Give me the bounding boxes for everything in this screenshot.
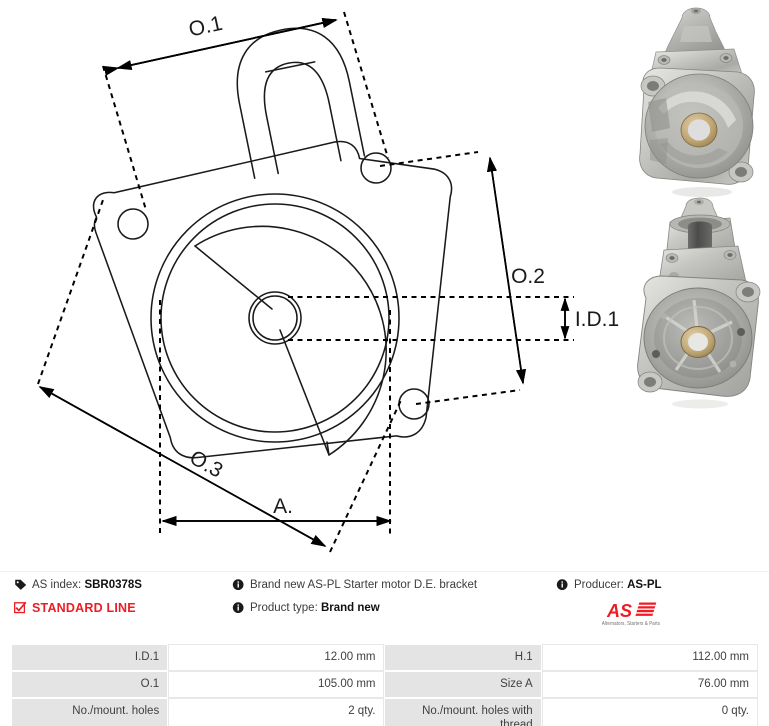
info-column-index: AS index: SBR0378S STANDARD LINE xyxy=(14,578,229,624)
standard-line-label: STANDARD LINE xyxy=(32,601,136,615)
spec-label: Size A xyxy=(384,671,542,698)
table-row: I.D.1 12.00 mm H.1 112.00 mm xyxy=(11,644,758,671)
spec-label: O.1 xyxy=(11,671,169,698)
dimension-label-a: A. xyxy=(273,495,293,518)
dimension-label-o2: O.2 xyxy=(511,265,545,288)
table-row: No./mount. holes 2 qty. No./mount. holes… xyxy=(11,698,758,726)
aspl-logo-tagline: Alternators, Starters & Parts xyxy=(601,620,661,627)
dimension-label-id1: I.D.1 xyxy=(575,308,619,331)
dimension-label-o1: O.1 xyxy=(187,12,225,42)
product-type-value: Brand new xyxy=(320,602,380,614)
product-type-row: Product type: Brand new xyxy=(232,601,552,615)
spec-value: 105.00 mm xyxy=(168,671,385,698)
product-description: Brand new AS-PL Starter motor D.E. brack… xyxy=(250,579,478,591)
info-circle-icon xyxy=(556,578,569,591)
producer-label: Producer: xyxy=(574,579,624,591)
table-row: O.1 105.00 mm Size A 76.00 mm xyxy=(11,671,758,698)
spec-value: 112.00 mm xyxy=(541,644,758,671)
as-index-label: AS index: xyxy=(32,579,82,591)
product-photo-front[interactable] xyxy=(620,2,769,198)
product-info-strip: AS index: SBR0378S STANDARD LINE xyxy=(0,578,769,636)
producer-value: AS-PL xyxy=(627,579,662,591)
spec-value: 2 qty. xyxy=(168,698,385,726)
standard-line-row: STANDARD LINE xyxy=(14,601,229,615)
tag-icon xyxy=(14,578,27,591)
spec-label: H.1 xyxy=(384,644,542,671)
spec-value: 0 qty. xyxy=(541,698,758,726)
spec-label: No./mount. holes with thread xyxy=(384,698,542,726)
as-index-text: AS index: SBR0378S xyxy=(32,578,142,592)
spec-label: No./mount. holes xyxy=(11,698,169,726)
product-photo-gallery xyxy=(620,0,769,570)
section-divider xyxy=(0,571,769,572)
product-photo-rear[interactable] xyxy=(620,196,769,410)
aspl-logo-text: AS xyxy=(606,601,632,620)
info-column-producer: Producer: AS-PL AS Alternators, St xyxy=(556,578,761,626)
specifications-table: I.D.1 12.00 mm H.1 112.00 mm O.1 105.00 … xyxy=(11,644,758,726)
info-circle-icon xyxy=(232,578,245,591)
producer-row: Producer: AS-PL xyxy=(556,578,761,592)
technical-drawing: O.1 O.2 I.D.1 O.3 A. xyxy=(37,11,619,553)
as-index-row: AS index: SBR0378S xyxy=(14,578,229,592)
product-type-text: Product type: Brand new xyxy=(250,601,380,615)
spec-value: 12.00 mm xyxy=(168,644,385,671)
aspl-logo-mark: AS xyxy=(606,601,657,620)
as-index-value: SBR0378S xyxy=(84,579,142,591)
spec-label: I.D.1 xyxy=(11,644,169,671)
producer-text: Producer: AS-PL xyxy=(574,578,662,592)
description-row: Brand new AS-PL Starter motor D.E. brack… xyxy=(232,578,552,592)
technical-drawing-svg: O.1 O.2 I.D.1 O.3 A. xyxy=(37,11,619,553)
spec-value: 76.00 mm xyxy=(541,671,758,698)
info-circle-icon xyxy=(232,601,245,614)
info-column-description: Brand new AS-PL Starter motor D.E. brack… xyxy=(232,578,552,624)
aspl-logo[interactable]: AS Alternators, Starters & Parts xyxy=(576,600,686,626)
visual-area: O.1 O.2 I.D.1 O.3 A. xyxy=(37,0,769,570)
checkbox-checked-icon xyxy=(14,601,27,614)
dimension-label-o3: O.3 xyxy=(186,446,227,483)
product-type-label: Product type: xyxy=(250,602,318,614)
